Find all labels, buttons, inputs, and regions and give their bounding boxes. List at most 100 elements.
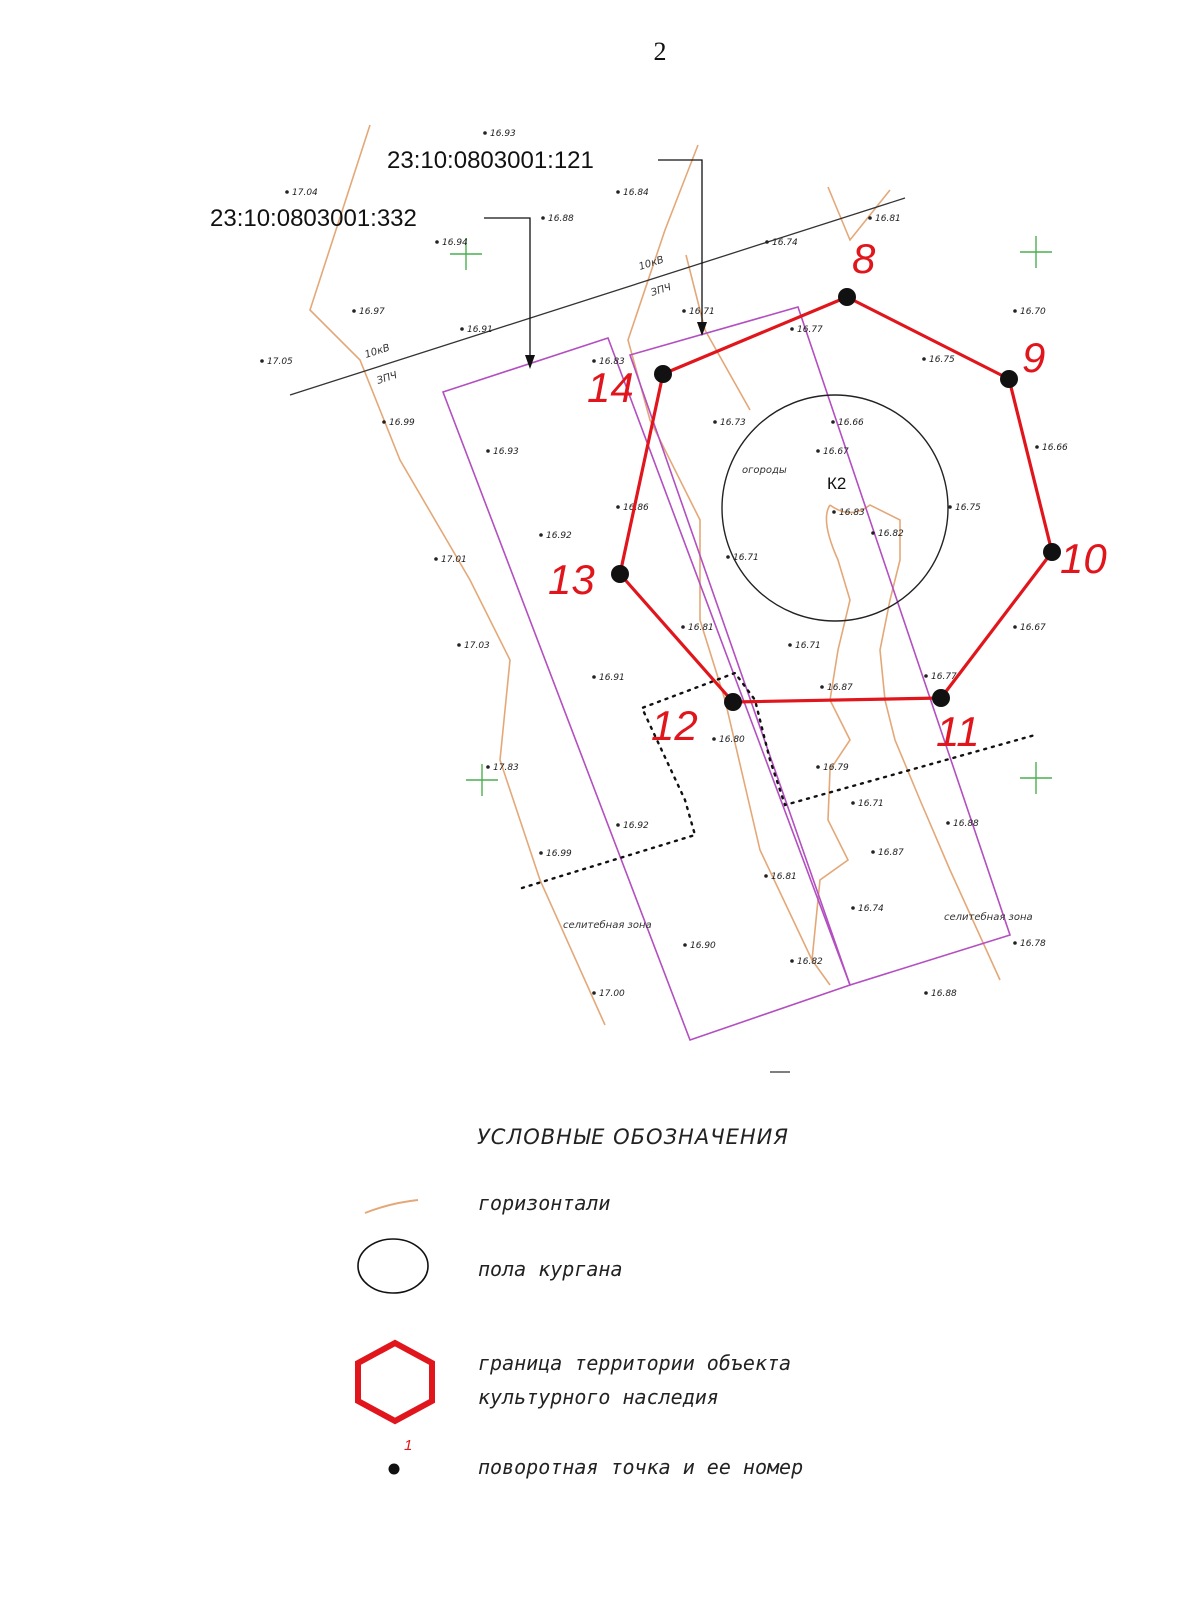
turning-point-13 — [611, 565, 629, 583]
elevation-point: 16.71 — [682, 307, 715, 317]
elevation-point: 16.87 — [871, 848, 904, 858]
mound-label: К2 — [827, 474, 846, 493]
svg-text:16.88: 16.88 — [548, 214, 574, 224]
elevation-point: 16.94 — [435, 238, 468, 248]
svg-text:16.88: 16.88 — [953, 819, 979, 829]
elevation-point: 16.91 — [460, 325, 493, 335]
zone-label-left: селитебная зона — [563, 919, 652, 931]
elevation-point: 16.83 — [592, 357, 625, 367]
elevation-point: 16.67 — [1013, 623, 1046, 633]
elevation-point: 16.78 — [1013, 939, 1046, 949]
svg-text:16.99: 16.99 — [546, 849, 572, 859]
leader-332 — [484, 217, 531, 365]
vertex-label-14: 14 — [587, 364, 634, 411]
elevation-point: 16.81 — [681, 623, 714, 633]
elevation-point: 16.66 — [1035, 443, 1068, 453]
elevation-point: 16.67 — [816, 447, 849, 457]
elevation-point: 16.92 — [616, 821, 649, 831]
svg-text:17.00: 17.00 — [599, 989, 625, 999]
elevation-point: 16.99 — [539, 849, 572, 859]
svg-text:16.87: 16.87 — [878, 848, 904, 858]
elevation-point: 16.77 — [924, 672, 957, 682]
svg-text:16.77: 16.77 — [797, 325, 823, 335]
legend-title: УСЛОВНЫЕ ОБОЗНАЧЕНИЯ — [477, 1125, 789, 1149]
elevation-point: 16.71 — [788, 641, 821, 651]
elevation-point: 16.81 — [764, 872, 797, 882]
legend-boundary-swatch — [355, 1339, 435, 1425]
svg-text:16.90: 16.90 — [690, 941, 716, 951]
elevation-point: 16.75 — [922, 355, 955, 365]
elevation-point: 16.93 — [483, 129, 516, 139]
svg-text:16.91: 16.91 — [467, 325, 493, 335]
leader-332-arrowhead — [525, 355, 535, 369]
svg-text:16.97: 16.97 — [359, 307, 385, 317]
elevation-point: 16.80 — [712, 735, 745, 745]
svg-text:16.74: 16.74 — [858, 904, 884, 914]
svg-text:16.93: 16.93 — [490, 129, 516, 139]
vertex-label-12: 12 — [651, 702, 698, 749]
legend-item-mound: пола кургана — [478, 1257, 623, 1281]
power-line-label-4: ЗПЧ — [376, 370, 399, 387]
parcel-label-121: 23:10:0803001:121 — [387, 147, 594, 174]
svg-text:16.93: 16.93 — [493, 447, 519, 457]
grid-crosses — [450, 236, 1052, 796]
elevation-point: 16.93 — [486, 447, 519, 457]
elevation-point: 16.99 — [382, 418, 415, 428]
svg-text:16.75: 16.75 — [929, 355, 955, 365]
svg-text:16.75: 16.75 — [955, 503, 981, 513]
elevation-point: 17.03 — [457, 641, 490, 651]
svg-text:16.67: 16.67 — [1020, 623, 1046, 633]
svg-text:16.70: 16.70 — [1020, 307, 1046, 317]
svg-text:17.03: 17.03 — [464, 641, 490, 651]
elevation-point: 17.05 — [260, 357, 293, 367]
vertex-label-10: 10 — [1060, 535, 1107, 582]
contour-lines — [309, 124, 1001, 1026]
svg-text:16.71: 16.71 — [689, 307, 715, 317]
elevation-point: 17.01 — [434, 555, 467, 565]
elevation-point: 16.79 — [816, 763, 849, 773]
elevation-point: 16.70 — [1013, 307, 1046, 317]
svg-text:16.82: 16.82 — [878, 529, 904, 539]
mound-circle — [721, 394, 949, 622]
leader-121-arrowhead — [697, 322, 707, 336]
turning-point-11 — [932, 689, 950, 707]
svg-text:17.05: 17.05 — [267, 357, 293, 367]
elevation-point: 16.91 — [592, 673, 625, 683]
elevation-point: 16.88 — [946, 819, 979, 829]
vertex-label-11: 11 — [936, 708, 980, 755]
leader-121 — [658, 159, 703, 332]
svg-text:16.66: 16.66 — [1042, 443, 1068, 453]
svg-text:16.87: 16.87 — [827, 683, 853, 693]
svg-text:16.77: 16.77 — [931, 672, 957, 682]
elevation-point: 16.86 — [616, 503, 649, 513]
elevation-point: 16.73 — [713, 418, 746, 428]
svg-text:16.82: 16.82 — [797, 957, 823, 967]
turning-points — [611, 288, 1061, 711]
svg-text:16.86: 16.86 — [623, 503, 649, 513]
vertex-label-9: 9 — [1022, 334, 1045, 381]
turning-point-14 — [654, 365, 672, 383]
legend-item-boundary-line2: культурного наследия — [478, 1385, 719, 1409]
elevation-point: 16.74 — [851, 904, 884, 914]
elevation-point: 16.82 — [790, 957, 823, 967]
svg-text:16.71: 16.71 — [733, 553, 759, 563]
elevation-point: 16.74 — [765, 238, 798, 248]
svg-text:17.04: 17.04 — [292, 188, 318, 198]
legend-contour-swatch — [364, 1199, 419, 1214]
legend-point-swatch — [388, 1463, 400, 1475]
legend-item-boundary: граница территории объекта — [478, 1351, 791, 1375]
svg-text:16.81: 16.81 — [771, 872, 797, 882]
parcel-boundaries — [441, 306, 1012, 1042]
mound-area-label: огороды — [742, 465, 787, 476]
elevation-point: 16.97 — [352, 307, 385, 317]
parcel-121 — [628, 306, 1012, 986]
svg-text:16.67: 16.67 — [823, 447, 849, 457]
legend-point-number: 1 — [404, 1437, 412, 1454]
svg-text:16.73: 16.73 — [720, 418, 746, 428]
zone-label-right: селитебная зона — [944, 911, 1033, 923]
svg-text:16.81: 16.81 — [688, 623, 714, 633]
svg-text:16.74: 16.74 — [772, 238, 798, 248]
svg-text:16.71: 16.71 — [795, 641, 821, 651]
svg-text:16.94: 16.94 — [442, 238, 468, 248]
svg-text:16.80: 16.80 — [719, 735, 745, 745]
